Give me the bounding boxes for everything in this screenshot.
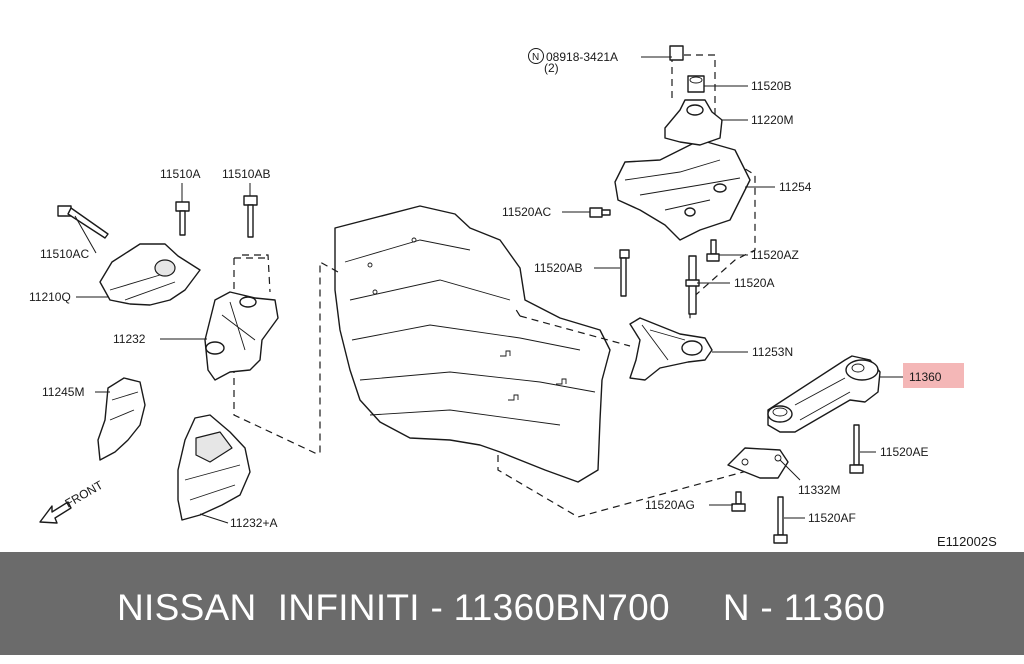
bracket-11232A (177, 414, 251, 521)
nut-08918-3421A (669, 45, 684, 61)
mount-11210Q (99, 243, 201, 306)
footer-part-number: NISSAN INFINITI - 11360BN700 N - 11360 (117, 587, 886, 628)
engine-block (334, 205, 611, 483)
torque-rod-11360 (767, 355, 881, 433)
label-11520AB: 11520AB (534, 261, 583, 275)
label-11253N: 11253N (752, 345, 793, 359)
parts-diagram: N 08918-3421A (2) 11520B 11220M 11254 11… (29, 45, 998, 549)
bracket-11253N (629, 317, 713, 381)
footer-bar: NISSAN INFINITI - 11360BN700 N - 11360 (0, 552, 1024, 655)
label-11220M: 11220M (751, 113, 793, 127)
bolt-11520AC (589, 207, 611, 218)
label-11360: 11360 (909, 370, 942, 384)
bolt-11520AE (849, 424, 864, 474)
label-11332M: 11332M (798, 483, 840, 497)
highlight-11360 (903, 363, 964, 388)
label-11520A: 11520A (734, 276, 774, 290)
front-arrow-icon (39, 501, 72, 524)
label-11520AG: 11520AG (645, 498, 695, 512)
label-11510AB: 11510AB (222, 167, 271, 181)
label-08918-qty: (2) (544, 61, 559, 75)
label-11210Q: 11210Q (29, 290, 71, 304)
diagram-svg: N 08918-3421A (2) 11520B 11220M 11254 11… (29, 45, 997, 549)
label-11520AF: 11520AF (808, 511, 856, 525)
label-front: FRONT (63, 477, 106, 510)
label-11520AZ: 11520AZ (751, 248, 799, 262)
bolt-11510A (175, 201, 190, 236)
label-08918-3421A: 08918-3421A (546, 50, 618, 64)
bolt-11520AG (731, 491, 746, 512)
bracket-11254 (614, 139, 751, 241)
bolt-11510AB (243, 195, 258, 238)
label-11232A: 11232+A (230, 516, 278, 530)
label-11520AE: 11520AE (880, 445, 929, 459)
bolt-11520AB (619, 249, 630, 297)
stud-11520A (685, 255, 700, 315)
label-11520AC: 11520AC (502, 205, 551, 219)
bracket-11332M (727, 447, 789, 479)
label-11510AC: 11510AC (40, 247, 89, 261)
n-circle-icon (528, 48, 544, 64)
label-11245M: 11245M (42, 385, 84, 399)
bolt-11520AF (773, 496, 788, 544)
dashed-outline-engine (233, 257, 781, 518)
bracket-11232 (204, 291, 279, 381)
mount-11220M (664, 99, 723, 146)
bolt-11510AC (57, 205, 109, 239)
label-08918-prefix: N (532, 52, 539, 63)
bolt-11520AZ (706, 239, 720, 262)
label-11510A: 11510A (160, 167, 200, 181)
dashed-bracket-11232 (242, 254, 271, 293)
nut-11520B (687, 75, 705, 93)
label-11232: 11232 (113, 332, 146, 346)
label-diagram-code: E112002S (937, 534, 997, 549)
leader-lines (74, 56, 903, 524)
bracket-11245M (97, 377, 146, 461)
label-11254: 11254 (779, 180, 812, 194)
label-11520B: 11520B (751, 79, 791, 93)
